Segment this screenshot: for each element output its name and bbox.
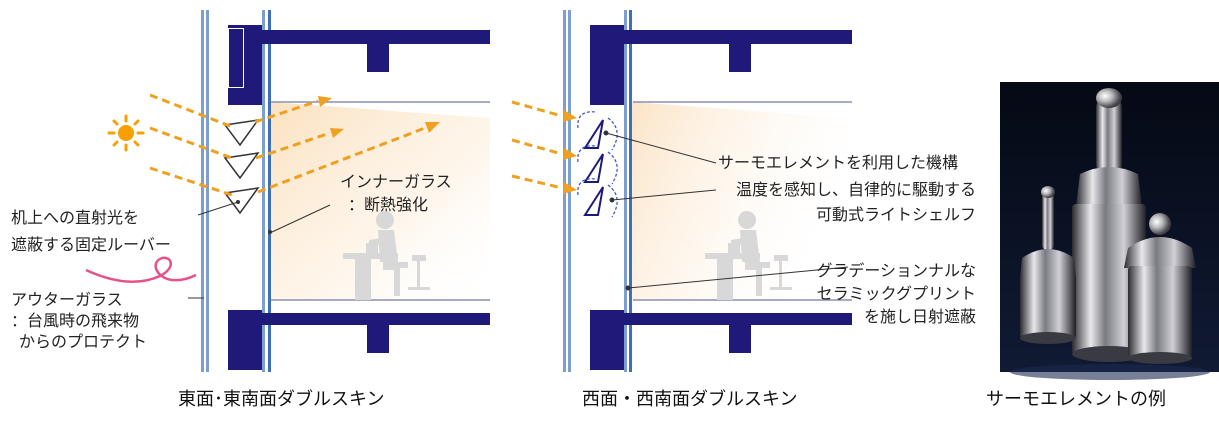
leader-lines-right	[605, 132, 849, 289]
inner-glass-label-line1: インナーガラス	[340, 172, 452, 191]
left-section-diagram	[85, 10, 490, 372]
sun-icon	[107, 114, 145, 152]
caption-thermo-element: サーモエレメントの例	[986, 389, 1166, 410]
leader-lines-left	[188, 201, 331, 299]
wind-swirl-icon	[85, 256, 197, 283]
inner-glass-pane-right	[624, 10, 632, 372]
slab-edge	[229, 29, 243, 87]
right-section-diagram	[511, 10, 852, 372]
lower-floor-slab	[228, 310, 490, 370]
outer-glass-pane	[201, 10, 209, 372]
interior-light-gradient	[270, 102, 490, 300]
sunlight-arrows-right	[511, 100, 563, 190]
leader-dot	[625, 285, 631, 291]
caption-west-section: 西面・西南面ダブルスキン	[582, 389, 798, 410]
outer-glass-label-line3: からのプロテクト	[19, 332, 147, 351]
lower-floor-slab-right	[590, 310, 852, 370]
thermo-element-photo	[1000, 82, 1219, 380]
fixed-louvers	[223, 118, 260, 215]
mechanism-label: サーモエレメントを利用した機構	[718, 153, 958, 172]
print-label-line1: グラデーションナルな	[816, 261, 976, 280]
leader-dot	[609, 197, 615, 203]
print-label-line2: セラミックグプリント	[817, 284, 976, 303]
leader-dot	[603, 130, 609, 136]
movable-light-shelves	[583, 119, 604, 216]
shelf-label-line2: 可動式ライトシェルフ	[816, 205, 976, 224]
rotation-arcs	[577, 111, 618, 218]
outer-glass-label-line1: アウターガラス	[11, 290, 123, 309]
outer-glass-label-line2: ：台風時の飛来物	[11, 311, 139, 330]
upper-floor-slab-right	[590, 25, 852, 105]
arrow-heads-left	[318, 96, 440, 138]
sunlight-arrows-left	[149, 93, 426, 197]
louver-label-line2: 遮蔽する固定ルーバー	[11, 235, 171, 254]
louver-label-line1: 机上への直射光を	[11, 208, 139, 227]
person-at-desk-icon-right	[705, 211, 792, 300]
person-at-desk-icon	[343, 211, 430, 300]
upper-floor-slab	[228, 25, 490, 105]
caption-east-section: 東面･東南面ダブルスキン	[178, 389, 385, 410]
arrow-heads-right	[563, 110, 577, 194]
leader-dot	[268, 230, 272, 234]
leader-dot	[236, 200, 240, 204]
ceramic-print-gradient	[632, 102, 850, 300]
inner-glass-label-line2: ：断熱強化	[348, 195, 428, 214]
print-label-line3: を施し日射遮蔽	[864, 307, 976, 326]
shelf-label-line1: 温度を感知し、自律的に駆動する	[736, 180, 976, 199]
